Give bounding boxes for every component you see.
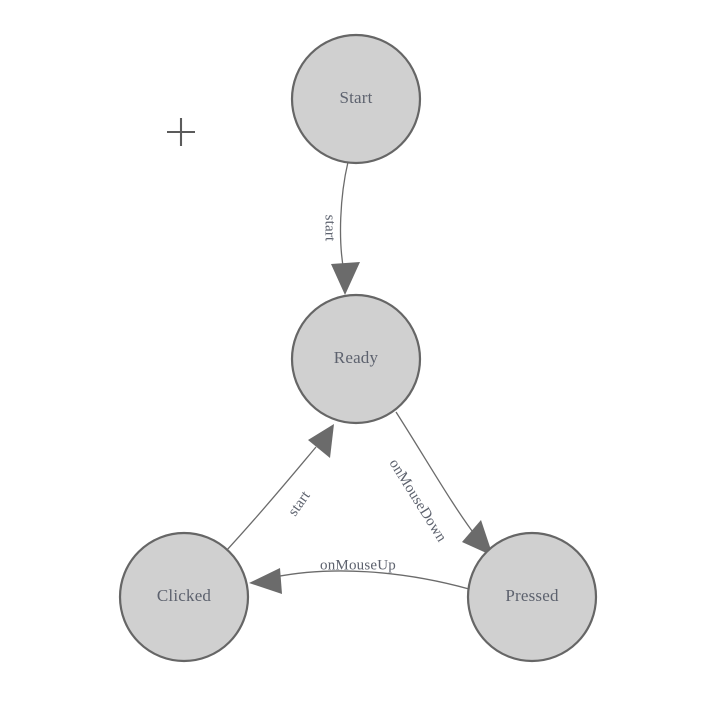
- edge-ready-to-pressed[interactable]: [395, 411, 493, 556]
- node-ready[interactable]: Ready: [290, 293, 422, 425]
- arrowhead-start-ready: [331, 262, 360, 295]
- arrowhead-ready-pressed: [462, 520, 493, 556]
- node-ready-circle[interactable]: [290, 293, 422, 425]
- edge-path-ready-pressed: [395, 411, 479, 540]
- node-start-label: Start: [339, 88, 372, 107]
- edge-label-ready-pressed: onMouseDown: [386, 456, 450, 545]
- edge-label-pressed-clicked: onMouseUp: [320, 557, 396, 573]
- node-pressed[interactable]: Pressed: [466, 531, 598, 663]
- arrowhead-clicked-ready: [308, 424, 334, 458]
- arrowhead-pressed-clicked: [249, 568, 282, 594]
- crosshair-icon: [167, 118, 195, 146]
- edge-start-to-ready[interactable]: [331, 161, 360, 295]
- nodes-layer: Start Ready Clicked Pressed: [118, 33, 598, 663]
- node-start-circle[interactable]: [290, 33, 422, 165]
- edge-path-start-ready: [339, 161, 349, 273]
- edges-layer: [225, 161, 493, 594]
- node-clicked[interactable]: Clicked: [118, 531, 250, 663]
- node-clicked-label: Clicked: [157, 586, 212, 605]
- node-clicked-circle[interactable]: [118, 531, 250, 663]
- edge-path-clicked-ready: [225, 446, 317, 552]
- edge-path-pressed-clicked: [274, 570, 470, 590]
- edge-label-clicked-ready: start: [285, 488, 314, 520]
- edge-clicked-to-ready[interactable]: [225, 424, 334, 552]
- node-pressed-label: Pressed: [505, 586, 559, 605]
- node-ready-label: Ready: [334, 348, 379, 367]
- edge-label-start-ready: start: [322, 215, 338, 242]
- edge-pressed-to-clicked[interactable]: [249, 568, 470, 594]
- node-start[interactable]: Start: [290, 33, 422, 165]
- node-pressed-circle[interactable]: [466, 531, 598, 663]
